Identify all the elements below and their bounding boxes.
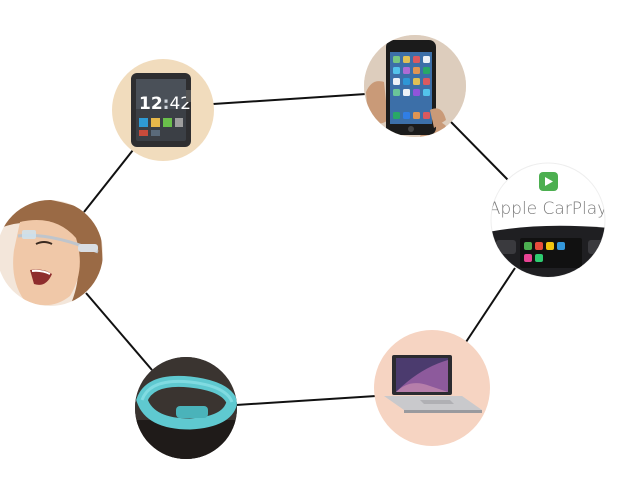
connection-lines [83,93,516,406]
fitness-band-node[interactable] [135,357,237,460]
car-dashboard-icon [491,225,605,277]
edge-glasses-smartwatch [83,149,134,213]
smartwatch-icon: 12:42 [131,73,191,147]
edge-laptop-band [235,395,377,406]
smartphone-node[interactable] [360,35,470,137]
apple-carplay-node[interactable]: Apple CarPlay [488,162,610,280]
edge-carplay-laptop [465,267,516,343]
watch-time: 12:42 [139,94,191,114]
fitness-band-icon [135,357,237,459]
smartphone-icon [364,35,466,137]
edge-band-glasses [85,292,153,371]
smartwatch-node[interactable]: 12:42 [112,59,214,161]
smart-glasses-icon [0,200,103,306]
laptop-icon [384,355,482,413]
edge-smartphone-carplay [450,121,509,181]
laptop-node[interactable] [374,330,490,446]
edge-smartwatch-smartphone [212,93,367,105]
smart-glasses-node[interactable] [0,197,105,306]
carplay-label: Apple CarPlay [489,199,608,219]
